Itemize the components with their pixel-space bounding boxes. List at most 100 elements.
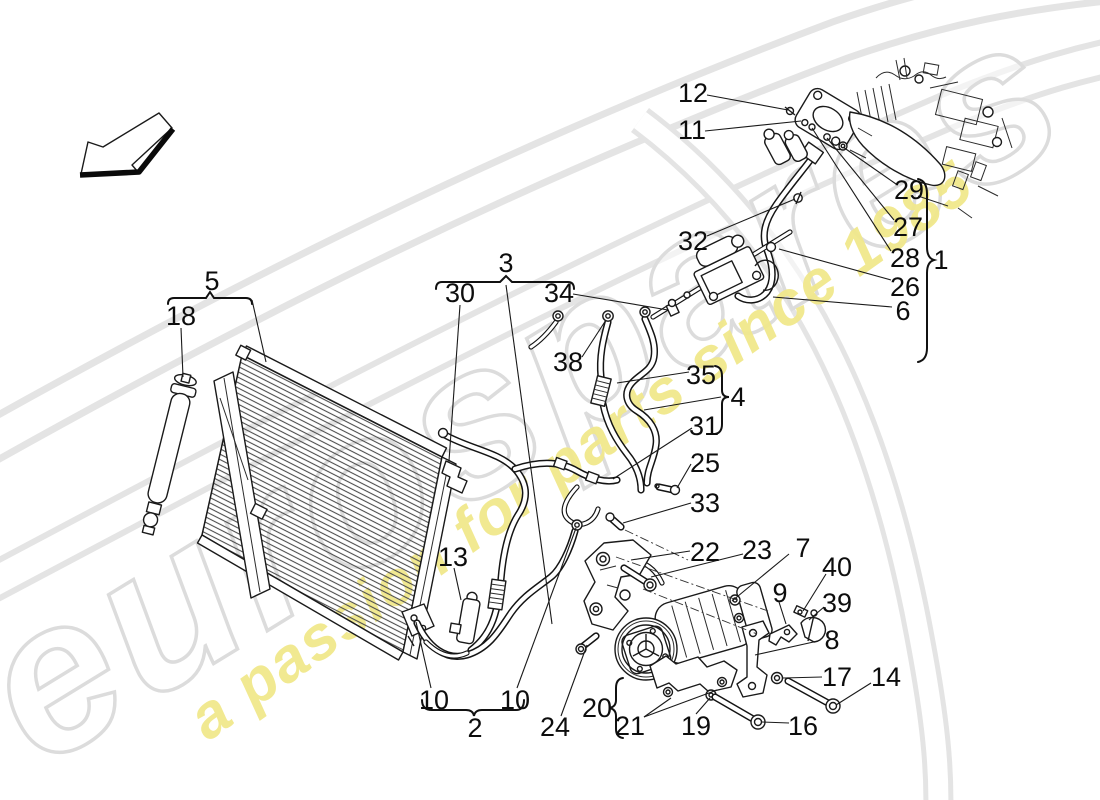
part-number-label: 3 <box>498 248 513 278</box>
part-number-label: 9 <box>772 578 787 608</box>
part-number-label: 38 <box>553 347 583 377</box>
leader-line <box>616 371 690 384</box>
leader-line <box>453 567 462 601</box>
part-number-label: 10 <box>500 685 530 715</box>
swoosh-ribbon <box>0 45 1100 595</box>
leader-lines <box>180 94 897 724</box>
part-number-label: 39 <box>822 588 852 618</box>
hose-bolt <box>793 191 803 205</box>
group-brace-4 <box>714 365 730 435</box>
leader-line <box>643 697 672 718</box>
refrigerant-pipes <box>417 158 812 656</box>
leader-line <box>826 137 895 221</box>
part-number-label: 27 <box>893 212 923 242</box>
leader-line <box>581 319 607 358</box>
part-number-label: 32 <box>678 226 708 256</box>
leader-line <box>180 327 184 378</box>
valve-assembly <box>667 234 779 308</box>
leader-line <box>802 573 827 612</box>
leader-line <box>695 697 711 715</box>
part-number-label: 25 <box>690 448 720 478</box>
leader-line <box>612 427 693 480</box>
ribbed-sleeve <box>590 375 612 407</box>
leader-line <box>622 502 692 524</box>
condenser-side-frame <box>213 371 271 599</box>
leader-line <box>754 640 819 656</box>
part-number-label: 26 <box>890 272 920 302</box>
part-number-label: 2 <box>467 713 482 743</box>
part-number-label: 1 <box>933 245 948 275</box>
leader-line <box>706 198 796 237</box>
part-number-label: 31 <box>689 411 719 441</box>
small-bracket <box>768 624 798 646</box>
part-number-label: 22 <box>690 537 720 567</box>
group-brace-1 <box>917 178 938 363</box>
part-number-label: 40 <box>822 552 852 582</box>
part-number-label: 35 <box>686 360 716 390</box>
leader-line <box>778 248 892 281</box>
part-number-label: 12 <box>678 78 708 108</box>
lower-bracket <box>649 655 738 701</box>
swoosh-ribbon <box>633 112 949 800</box>
compressor-mount-plate <box>583 539 652 631</box>
part-number-label: 7 <box>795 533 810 563</box>
leader-line <box>706 94 789 111</box>
leader-line <box>650 553 744 578</box>
leader-line <box>516 527 577 689</box>
receiver-drier <box>141 372 197 536</box>
part-number-label: 20 <box>582 693 612 723</box>
leader-line <box>835 682 872 706</box>
leader-line <box>778 601 787 625</box>
leader-line <box>560 644 588 717</box>
group-bracket-5 <box>167 290 253 305</box>
part-number-label: 19 <box>681 711 711 741</box>
leader-line <box>643 396 722 411</box>
pipe-grommets <box>437 301 680 531</box>
leader-line <box>448 304 461 462</box>
leader-line <box>782 676 823 679</box>
leader-line <box>842 146 897 185</box>
part-number-label: 30 <box>445 278 475 308</box>
part-number-label: 18 <box>166 301 196 331</box>
condenser-bracket <box>441 460 468 494</box>
part-number-label: 29 <box>894 175 924 205</box>
leader-line <box>811 127 892 252</box>
part-number-label: 4 <box>730 382 745 412</box>
leader-line <box>731 553 790 602</box>
leader-line <box>676 463 692 489</box>
alignment-axis <box>615 529 769 635</box>
part-number-label: 33 <box>690 488 720 518</box>
bracket-hole <box>783 628 791 636</box>
fasteners <box>575 483 841 730</box>
leader-line <box>772 296 893 308</box>
bracket-hole <box>748 628 758 638</box>
part-number-label: 13 <box>438 542 468 572</box>
part-number-label: 8 <box>824 625 839 655</box>
part-number-label: 11 <box>678 115 706 145</box>
leader-line <box>704 120 802 132</box>
part-number-label: 16 <box>788 711 818 741</box>
part-number-label: 34 <box>544 278 574 308</box>
part-number-label: 23 <box>742 535 772 565</box>
part-number-label: 21 <box>615 711 645 741</box>
part-number-label: 6 <box>895 296 910 326</box>
group-bracket-3 <box>435 274 575 290</box>
engine-bay-sketch <box>763 57 1013 219</box>
hook-bracket <box>793 605 827 643</box>
support-bracket <box>736 620 770 698</box>
group-brackets <box>167 178 938 739</box>
group-bracket-2 <box>421 699 525 717</box>
leader-line <box>415 621 432 689</box>
part-number-label: 10 <box>419 685 449 715</box>
leader-line <box>505 284 553 625</box>
bracket-hole <box>747 681 757 691</box>
direction-arrow-icon <box>79 112 176 178</box>
part-number-label: 5 <box>204 266 219 296</box>
part-number-label: 14 <box>871 662 901 692</box>
leader-line <box>572 293 669 311</box>
group-brace-20 <box>608 677 624 739</box>
